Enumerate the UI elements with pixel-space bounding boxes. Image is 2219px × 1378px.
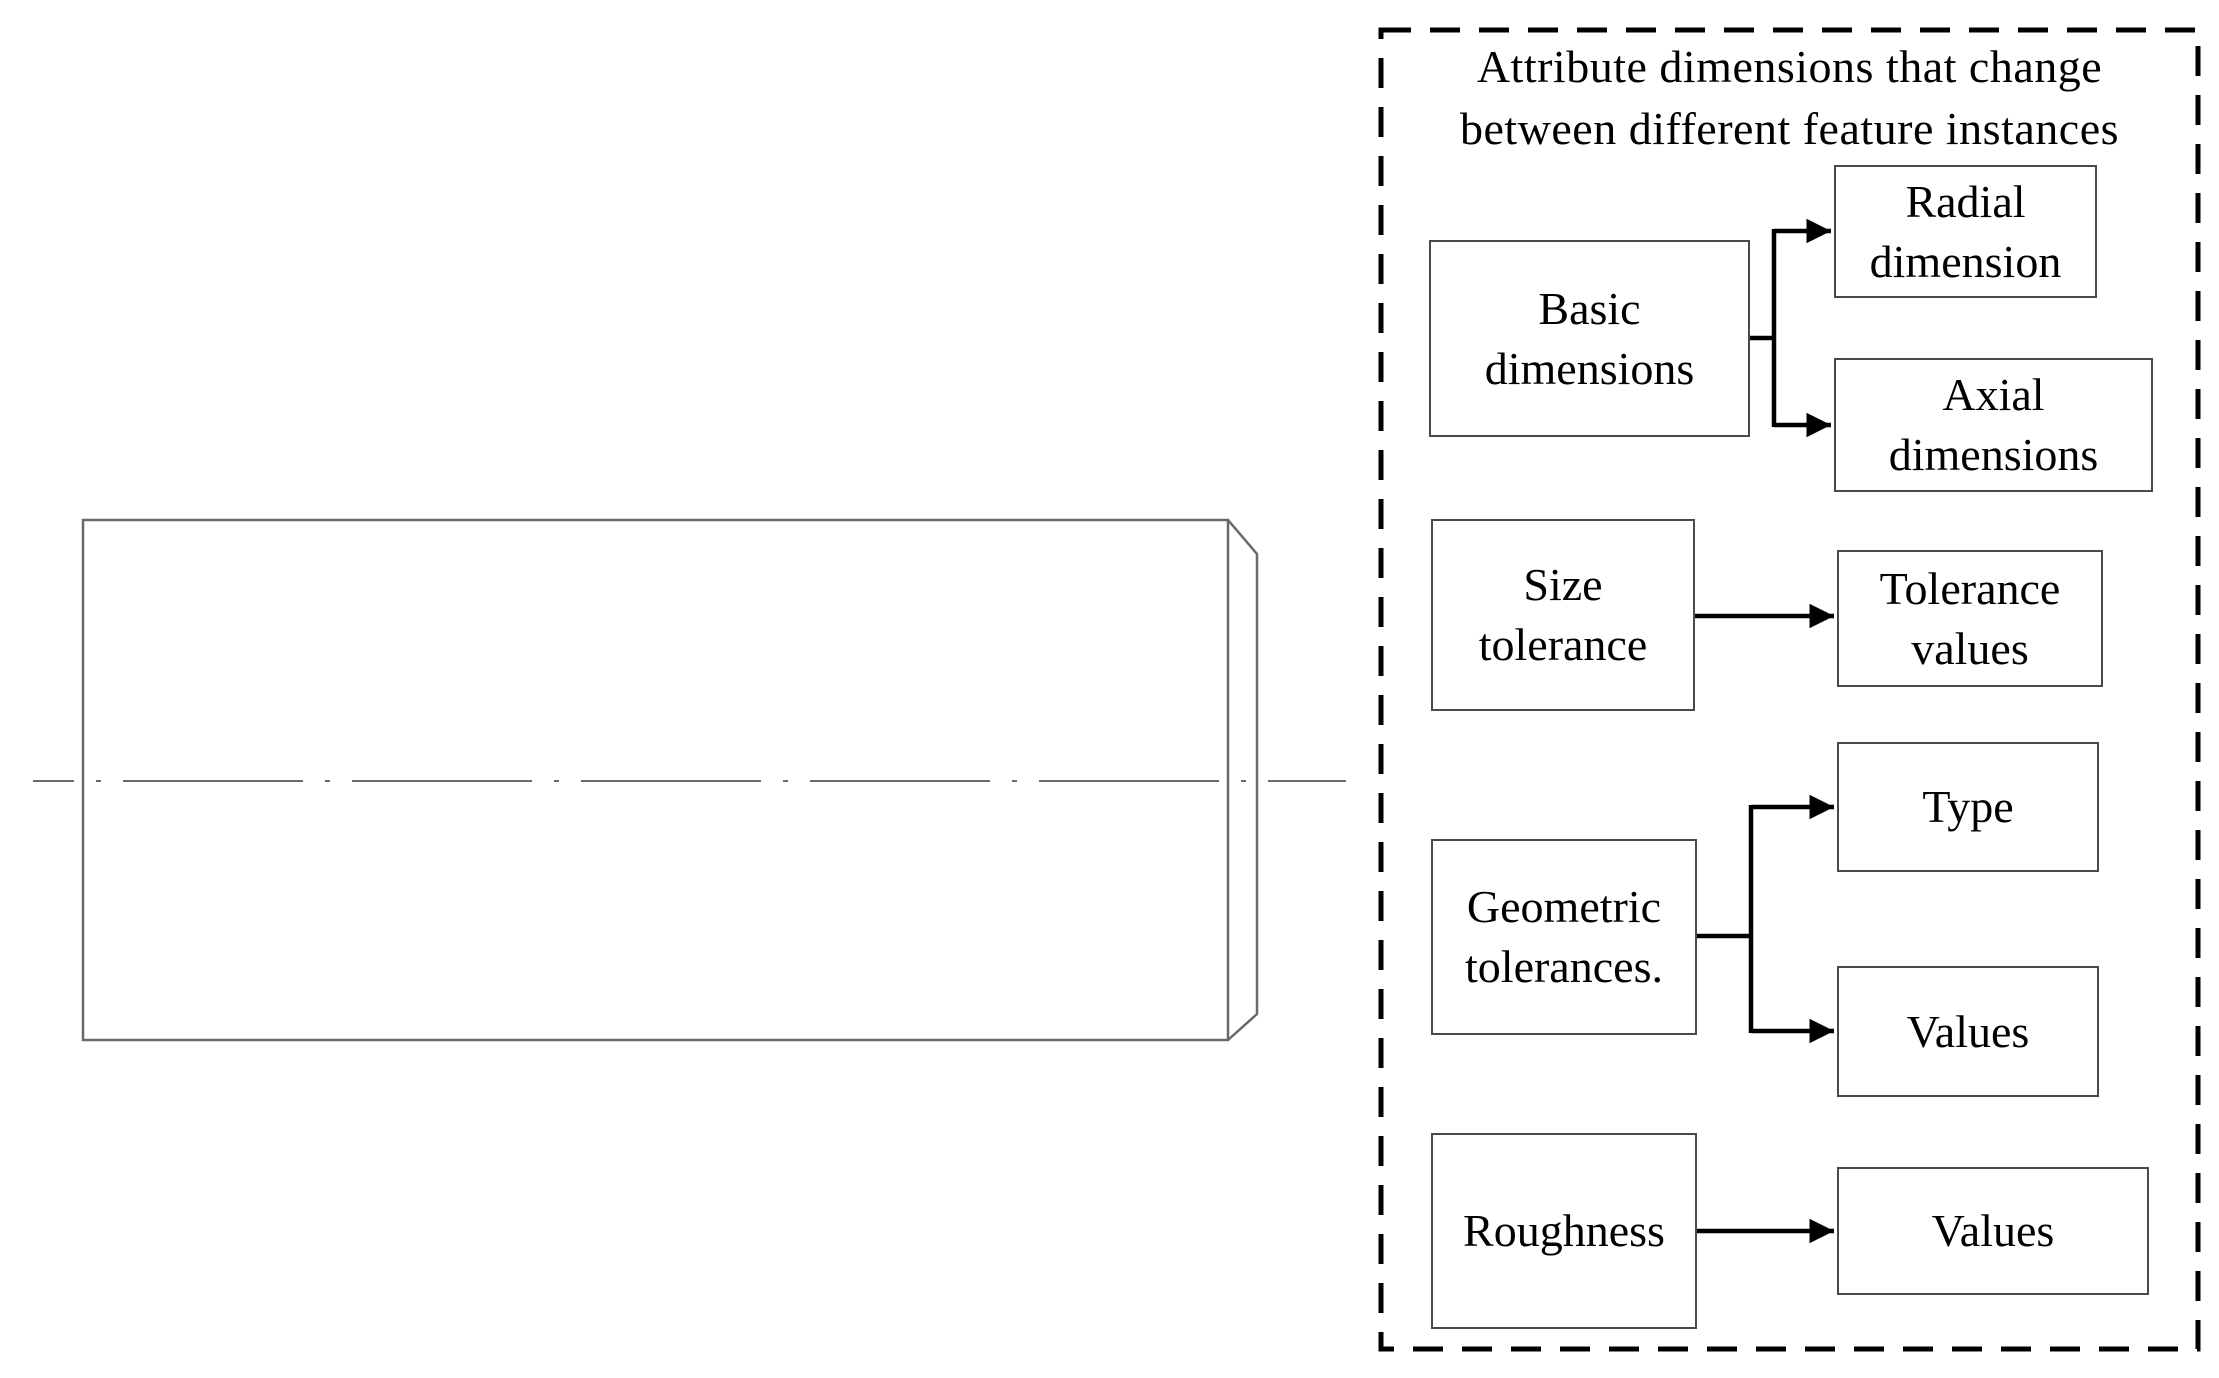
panel-title: Attribute dimensions that change between… [1389,36,2190,160]
flow-node-label: dimensions [1484,342,1695,394]
shaft-chamfer-edge [1227,519,1259,1041]
panel-title-line-1: Attribute dimensions that change [1476,41,2103,92]
flow-node-label: Radial [1905,175,2026,227]
flow-node-roughness: Roughness [1431,1133,1697,1329]
flow-node-type: Type [1837,742,2099,872]
flow-node-label: Size [1523,559,1603,610]
flow-node-geometric-tolerances: Geometric tolerances. [1431,839,1697,1035]
flow-node-label: Axial [1942,369,2045,420]
flow-node-label: tolerance [1478,619,1648,670]
flow-connectors [1695,218,1834,1244]
panel-title-line-2: between different feature instances [1459,103,2120,154]
connector-geometric-trunk [1697,805,1754,1033]
flow-node-label: tolerances. [1465,941,1663,992]
flow-node-basic-dimensions: Basic dimensions [1429,240,1750,437]
connector-basic-trunk [1748,229,1777,427]
flow-node-size-tolerance: Size tolerance [1431,519,1695,711]
flow-node-label: dimension [1869,235,2062,287]
shaft-drawing [33,518,1346,1042]
flow-node-label: values [1911,622,2029,674]
flow-node-label: Type [1922,781,2014,832]
flow-node-label: Basic [1538,282,1641,334]
flow-node-roughness-values: Values [1837,1167,2149,1295]
shaft-body-outline [81,518,1230,1042]
flow-node-label: Values [1906,1005,2030,1057]
flow-node-label: Geometric [1466,881,1662,932]
flow-node-label: Roughness [1463,1205,1665,1256]
dashed-panel-border [1378,27,2201,1352]
flow-node-label: Tolerance [1879,562,2061,614]
flow-node-axial-dimensions: Axial dimensions [1834,358,2153,492]
flow-node-label: Values [1931,1205,2055,1256]
flow-node-radial-dimension: Radial dimension [1834,165,2097,298]
flow-node-geometric-values: Values [1837,966,2099,1097]
flow-node-tolerance-values: Tolerance values [1837,550,2103,687]
flow-node-label: dimensions [1888,429,2099,480]
